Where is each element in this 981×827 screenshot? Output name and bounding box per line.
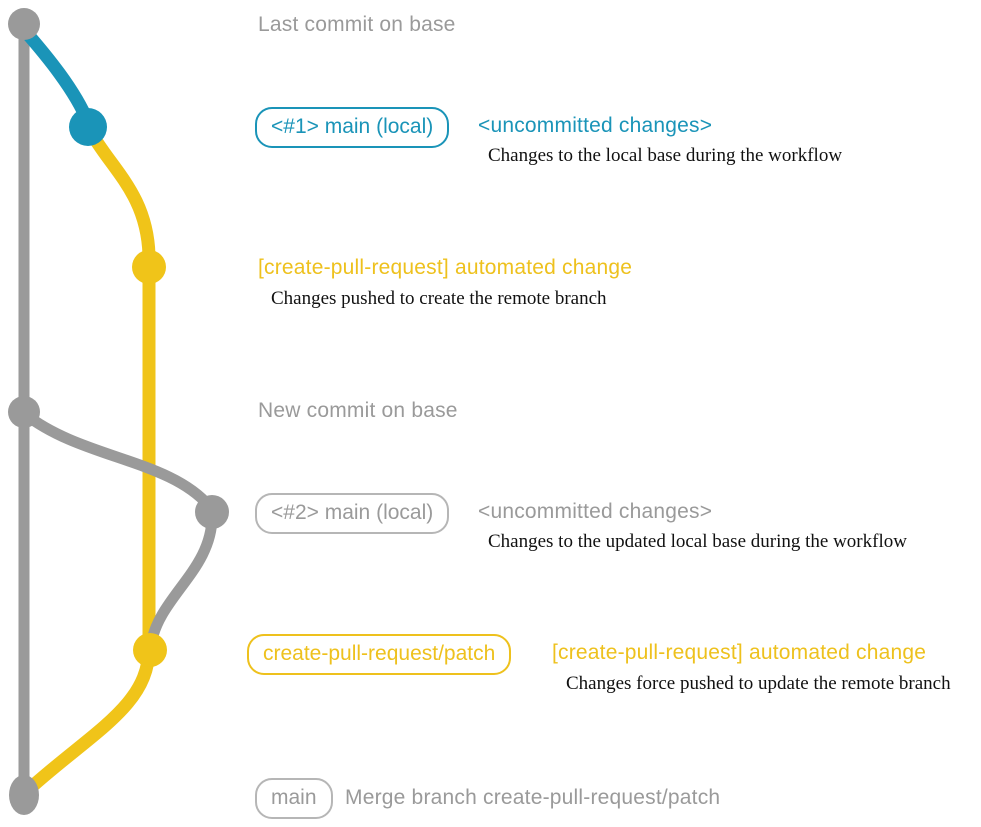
push1-description: Changes pushed to create the remote bran…: [271, 288, 607, 309]
merge-badge: main: [255, 778, 333, 819]
branch1-description: Changes to the local base during the wor…: [488, 145, 843, 166]
push2-badge: create-pull-request/patch: [247, 634, 512, 675]
last-commit-label: Last commit on base: [258, 13, 456, 36]
commit-dot-merge: [9, 775, 39, 815]
remote-branch-merge-line: [20, 641, 156, 798]
commit-dot-remote-create: [132, 250, 166, 284]
push1-title: [create-pull-request] automated change: [258, 256, 633, 279]
updated-local-merge-line: [145, 509, 218, 651]
branch1-status: <uncommitted changes>: [478, 114, 713, 137]
branch1-badge: <#1> main (local): [255, 107, 450, 148]
push2-description: Changes force pushed to update the remot…: [566, 673, 951, 694]
push2-title: [create-pull-request] automated change: [552, 641, 927, 664]
commit-dot-last-base: [8, 8, 40, 40]
commit-dot-local-2: [195, 495, 229, 529]
branch2-badge: <#2> main (local): [255, 493, 450, 534]
new-commit-label: New commit on base: [258, 399, 458, 422]
commit-dot-new-base: [8, 396, 40, 428]
commit-dot-local-1: [69, 108, 107, 146]
merge-title: Merge branch create-pull-request/patch: [345, 786, 721, 809]
branch2-description: Changes to the updated local base during…: [488, 531, 907, 552]
commit-dot-remote-update: [133, 633, 167, 667]
remote-branch-line: [82, 122, 156, 657]
updated-local-branch-line: [19, 408, 216, 513]
branch2-status: <uncommitted changes>: [478, 500, 713, 523]
local-change-branch-line: [18, 24, 95, 129]
